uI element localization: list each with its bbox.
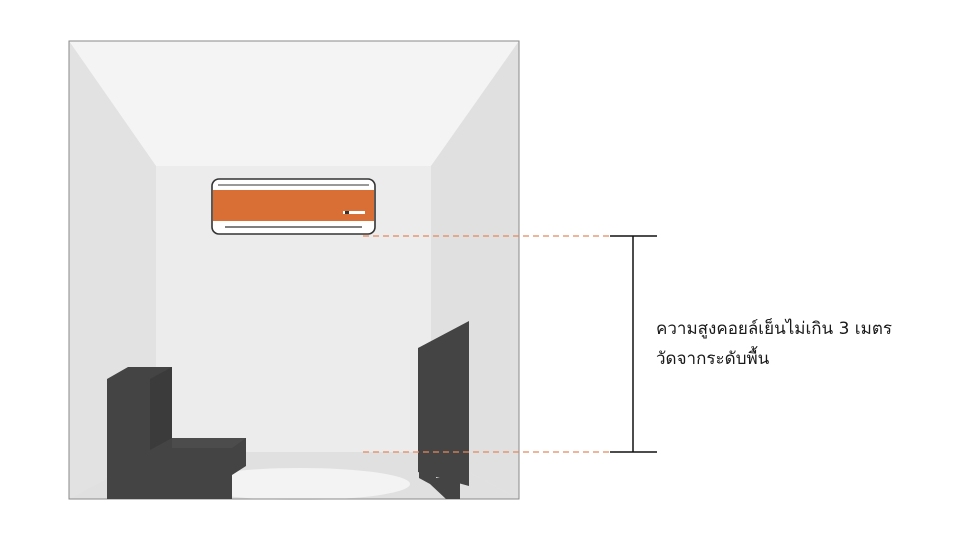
tv-icon <box>418 321 469 499</box>
height-caption: ความสูงคอยล์เย็นไม่เกิน 3 เมตร วัดจากระด… <box>656 314 956 374</box>
floor-rug <box>190 468 410 500</box>
height-dimension-marker <box>610 235 657 453</box>
height-caption-line2: วัดจากระดับพื้น <box>656 349 770 369</box>
air-conditioner-panel <box>213 190 374 221</box>
height-caption-line1: ความสูงคอยล์เย็นไม่เกิน 3 เมตร <box>656 319 892 339</box>
sofa-icon <box>107 367 246 499</box>
air-conditioner-icon <box>211 178 376 235</box>
ceiling <box>69 41 519 166</box>
